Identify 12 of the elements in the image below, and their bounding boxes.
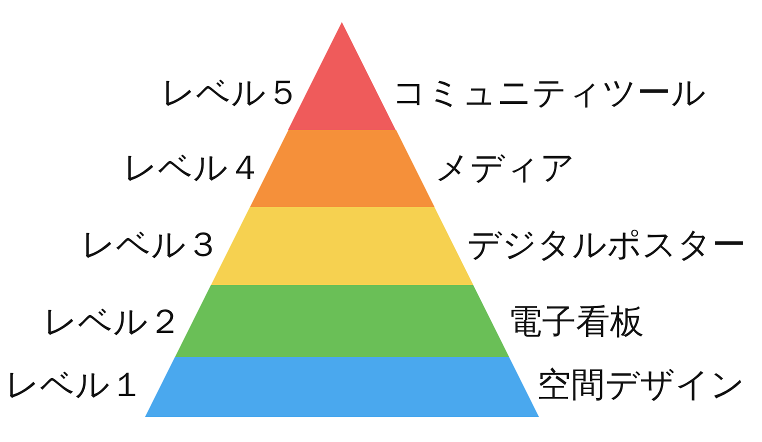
pyramid-tier — [145, 357, 539, 417]
tier-label: 電子看板 — [508, 302, 644, 342]
tier-label: デジタルポスター — [467, 225, 746, 265]
tier-label: 空間デザイン — [537, 365, 745, 405]
level-label: レベル５ — [161, 73, 300, 113]
level-label: レベル４ — [123, 148, 262, 188]
pyramid-tier — [174, 285, 510, 357]
tier-label: メディア — [435, 148, 575, 188]
level-label: レベル１ — [5, 365, 144, 405]
level-label: レベル２ — [43, 302, 182, 342]
level-label: レベル３ — [81, 225, 220, 265]
tier-label: コミュニティツール — [392, 73, 706, 113]
